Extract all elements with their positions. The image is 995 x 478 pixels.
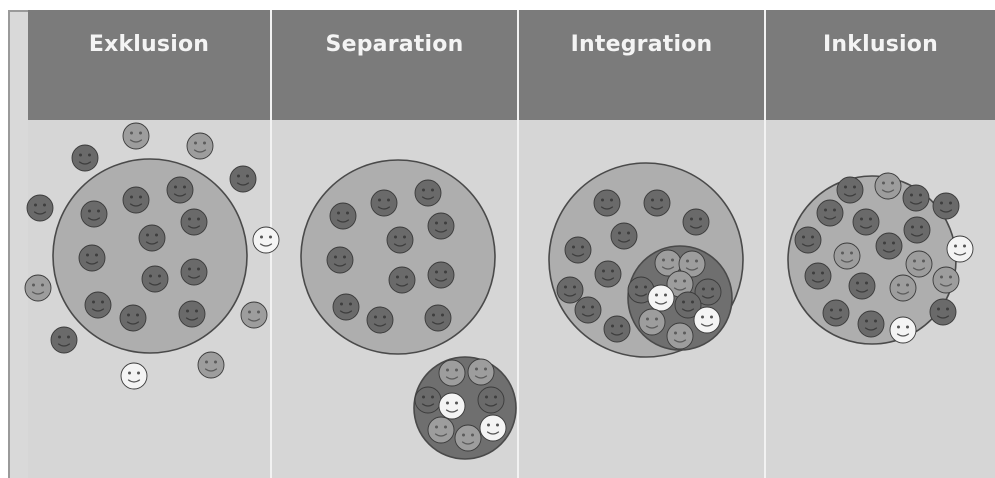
smiley-face-icon: [141, 265, 169, 293]
smiley-face-icon: [833, 242, 861, 270]
smiley-face-icon: [438, 359, 466, 387]
smiley-face-icon: [120, 362, 148, 390]
smiley-face-icon: [593, 189, 621, 217]
smiley-face-icon: [848, 272, 876, 300]
smiley-face-icon: [370, 189, 398, 217]
smiley-face-icon: [682, 208, 710, 236]
smiley-face-icon: [556, 276, 584, 304]
smiley-face-icon: [122, 122, 150, 150]
smiley-face-icon: [654, 249, 682, 277]
smiley-face-icon: [479, 414, 507, 442]
smiley-face-icon: [180, 258, 208, 286]
smiley-face-icon: [166, 176, 194, 204]
smiley-face-icon: [84, 291, 112, 319]
smiley-face-icon: [905, 250, 933, 278]
smiley-face-icon: [332, 293, 360, 321]
smiley-face-icon: [594, 260, 622, 288]
smiley-face-icon: [477, 386, 505, 414]
smiley-face-icon: [178, 300, 206, 328]
smiley-face-icon: [678, 250, 706, 278]
smiley-face-icon: [80, 200, 108, 228]
smiley-face-icon: [875, 232, 903, 260]
smiley-face-icon: [71, 144, 99, 172]
column-title-inklusion: Inklusion: [823, 32, 938, 57]
smiley-face-icon: [366, 306, 394, 334]
smiley-face-icon: [186, 132, 214, 160]
smiley-face-icon: [50, 326, 78, 354]
smiley-face-icon: [852, 208, 880, 236]
smiley-face-icon: [903, 216, 931, 244]
smiley-face-icon: [693, 306, 721, 334]
smiley-face-icon: [414, 179, 442, 207]
smiley-face-icon: [240, 301, 268, 329]
smiley-face-icon: [666, 270, 694, 298]
smiley-face-icon: [386, 226, 414, 254]
smiley-face-icon: [794, 226, 822, 254]
smiley-face-icon: [197, 351, 225, 379]
column-header-integration: Integration: [519, 10, 764, 120]
smiley-face-icon: [229, 165, 257, 193]
column-title-exklusion: Exklusion: [88, 32, 210, 57]
smiley-face-icon: [424, 304, 452, 332]
smiley-face-icon: [822, 299, 850, 327]
smiley-face-icon: [638, 308, 666, 336]
smiley-face-icon: [889, 316, 917, 344]
smiley-face-icon: [467, 358, 495, 386]
smiley-face-icon: [252, 226, 280, 254]
smiley-face-icon: [610, 222, 638, 250]
smiley-face-icon: [427, 212, 455, 240]
smiley-face-icon: [326, 246, 354, 274]
smiley-face-icon: [454, 424, 482, 452]
smiley-face-icon: [388, 266, 416, 294]
smiley-face-icon: [874, 172, 902, 200]
column-header-exklusion: Exklusion: [28, 10, 270, 120]
smiley-face-icon: [414, 386, 442, 414]
smiley-face-icon: [119, 304, 147, 332]
smiley-face-icon: [889, 274, 917, 302]
smiley-face-icon: [647, 284, 675, 312]
smiley-face-icon: [603, 315, 631, 343]
smiley-face-icon: [427, 261, 455, 289]
column-header-inklusion: Inklusion: [766, 10, 995, 120]
smiley-face-icon: [329, 202, 357, 230]
smiley-face-icon: [122, 186, 150, 214]
smiley-face-icon: [929, 298, 957, 326]
smiley-face-icon: [694, 278, 722, 306]
column-title-integration: Integration: [570, 32, 713, 57]
smiley-face-icon: [674, 291, 702, 319]
smiley-face-icon: [816, 199, 844, 227]
smiley-face-icon: [574, 296, 602, 324]
column-divider: [764, 10, 766, 478]
smiley-face-icon: [564, 236, 592, 264]
smiley-face-icon: [24, 274, 52, 302]
smiley-face-icon: [902, 184, 930, 212]
column-title-separation: Separation: [325, 32, 464, 57]
smiley-face-icon: [666, 322, 694, 350]
column-divider: [517, 10, 519, 478]
smiley-face-icon: [138, 224, 166, 252]
smiley-face-icon: [26, 194, 54, 222]
smiley-face-icon: [438, 392, 466, 420]
smiley-face-icon: [932, 266, 960, 294]
smiley-face-icon: [180, 208, 208, 236]
smiley-face-icon: [857, 310, 885, 338]
smiley-face-icon: [932, 192, 960, 220]
column-header-separation: Separation: [272, 10, 517, 120]
smiley-face-icon: [836, 176, 864, 204]
smiley-face-icon: [427, 416, 455, 444]
smiley-face-icon: [946, 235, 974, 263]
smiley-face-icon: [643, 189, 671, 217]
smiley-face-icon: [804, 262, 832, 290]
smiley-face-icon: [78, 244, 106, 272]
